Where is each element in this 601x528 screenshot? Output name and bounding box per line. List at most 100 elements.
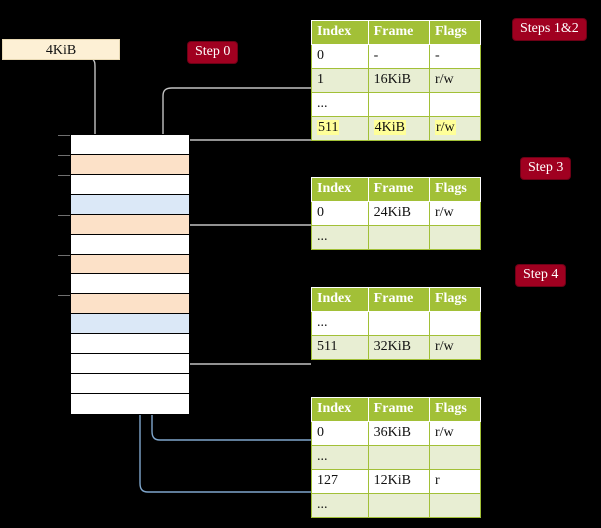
cell-frame: 36KiB [367, 421, 430, 446]
memory-tick [58, 215, 70, 216]
cell-index: 0 [311, 421, 369, 446]
memory-tick [58, 255, 70, 256]
cell-index: ... [311, 493, 369, 518]
table-row: ... [311, 92, 482, 117]
memory-frame-row [71, 254, 189, 275]
cell-index: 0 [311, 44, 369, 69]
table-row: ... [311, 311, 482, 336]
badge-step-0-label: Step 0 [195, 44, 231, 59]
cell-flags [428, 493, 482, 518]
cell-index: ... [311, 445, 369, 470]
column-header-frame: Frame [367, 20, 430, 45]
cell-index: 511 [311, 335, 369, 360]
column-header-index: Index [311, 177, 369, 202]
memory-frame-row [71, 314, 189, 335]
cell-flags [428, 92, 482, 117]
wire-l4-entry511-to-memory [169, 139, 311, 168]
badge-step-3: Step 3 [521, 158, 571, 179]
column-header-frame: Frame [367, 287, 430, 312]
table-row: 0-- [311, 44, 482, 69]
cell-index: 127 [311, 469, 369, 494]
physical-memory-column [70, 134, 190, 415]
cell-flags: r/w [428, 335, 482, 360]
memory-frame-row [71, 154, 189, 175]
memory-frame-row [71, 334, 189, 355]
memory-frame-row [71, 194, 189, 215]
table-row: ... [311, 445, 482, 470]
badge-step-4-label: Step 4 [523, 267, 559, 282]
badge-step-4: Step 4 [516, 265, 566, 286]
badge-step-3-label: Step 3 [528, 160, 564, 175]
cell-flags: r/w [428, 201, 482, 226]
memory-frame-row [71, 135, 189, 155]
highlighted-value: 4KiB [373, 120, 407, 135]
cell-frame: - [367, 44, 430, 69]
cell-flags [428, 311, 482, 336]
column-header-flags: Flags [428, 397, 482, 422]
wire-l2-entry511-to-memory [170, 315, 311, 365]
cell-flags: r/w [428, 68, 482, 93]
column-header-index: Index [311, 287, 369, 312]
memory-frame-row [71, 354, 189, 375]
highlighted-value: r/w [434, 120, 456, 135]
cell-frame [367, 493, 430, 518]
cell-flags: r/w [428, 421, 482, 446]
cell-frame [367, 225, 430, 250]
cell-frame [367, 311, 430, 336]
memory-frame-row [71, 274, 189, 295]
column-header-flags: Flags [428, 177, 482, 202]
cell-frame: 16KiB [367, 68, 430, 93]
cell-frame [367, 445, 430, 470]
column-header-index: Index [311, 20, 369, 45]
badge-step-0: Step 0 [188, 42, 238, 63]
highlighted-value: 511 [317, 120, 340, 135]
cell-index: 511 [311, 116, 369, 141]
cell-flags [428, 225, 482, 250]
memory-frame-row [71, 374, 189, 394]
memory-tick [58, 155, 70, 156]
table-row: 511 4KiB r/w [311, 116, 482, 141]
cell-frame: 32KiB [367, 335, 430, 360]
cell-frame [367, 92, 430, 117]
cell-frame: 12KiB [367, 469, 430, 494]
memory-frame-row [71, 214, 189, 235]
table-row: ... [311, 493, 482, 518]
frame-bar-label: 4KiB [45, 43, 77, 58]
wire-l3-entry0-to-memory [173, 224, 311, 282]
cell-frame: 24KiB [367, 201, 430, 226]
badge-steps-1-2: Steps 1&2 [513, 19, 586, 40]
memory-frame-row [71, 294, 189, 315]
memory-tick [58, 295, 70, 296]
memory-frame-row [71, 393, 189, 414]
cell-index: ... [311, 311, 369, 336]
badge-steps-1-2-label: Steps 1&2 [520, 21, 579, 36]
column-header-flags: Flags [428, 287, 482, 312]
column-header-frame: Frame [367, 177, 430, 202]
cell-flags: r [428, 469, 482, 494]
column-header-index: Index [311, 397, 369, 422]
cell-index: ... [311, 225, 369, 250]
cell-index: ... [311, 92, 369, 117]
memory-frame-row [71, 234, 189, 255]
memory-tick [58, 135, 70, 136]
cell-flags [428, 445, 482, 470]
frame-bar-4kib: 4KiB [2, 39, 120, 60]
column-header-flags: Flags [428, 20, 482, 45]
cell-flags: r/w [428, 116, 482, 141]
cell-index: 1 [311, 68, 369, 93]
memory-tick [58, 175, 70, 176]
memory-frame-row [71, 174, 189, 195]
column-header-frame: Frame [367, 397, 430, 422]
table-row: ... [311, 225, 482, 250]
cell-flags: - [428, 44, 482, 69]
